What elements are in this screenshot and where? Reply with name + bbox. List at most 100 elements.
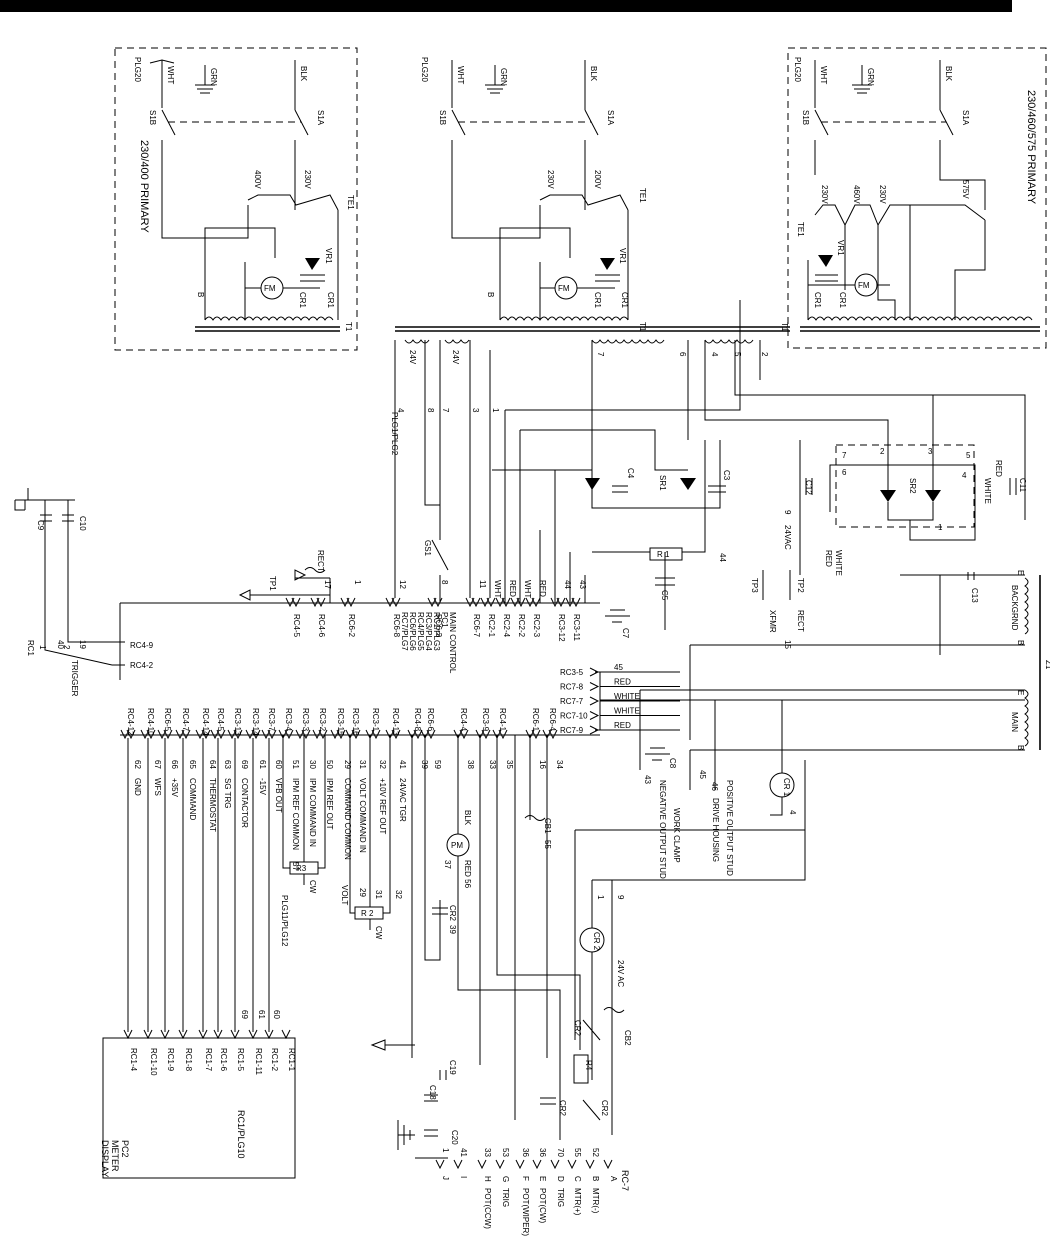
signal-pin-label: RC6-5: [163, 708, 172, 732]
svg-text:C20: C20: [450, 1130, 459, 1145]
r1-resistor: [649, 547, 683, 561]
svg-text:B: B: [196, 292, 205, 297]
svg-text:24V: 24V: [408, 350, 417, 365]
signal-wire-label: 59: [433, 760, 442, 769]
connector-symbol: [407, 729, 423, 740]
signal-name-label: +10V REF OUT: [378, 778, 387, 834]
signal-wire-label: 60: [274, 760, 283, 769]
signal-pin-label: RC4-4: [459, 708, 468, 732]
svg-text:15: 15: [783, 640, 792, 649]
grn-label: GRN: [209, 68, 218, 86]
svg-text:C8: C8: [668, 758, 677, 769]
connector-symbol: [603, 1159, 613, 1170]
svg-text:1: 1: [596, 895, 605, 900]
row1-pin-label: RC2-1: [487, 614, 496, 638]
connector-symbol: [157, 729, 173, 740]
svg-text:TP1: TP1: [268, 576, 277, 591]
signal-name-label: IPM COMMAND IN: [308, 778, 317, 847]
row1-pin-label: RC3-11: [572, 614, 581, 642]
signal-name-label: WFS: [153, 778, 162, 796]
svg-text:2: 2: [760, 352, 769, 357]
wht-lead: [149, 59, 175, 108]
svg-text:WHT: WHT: [456, 66, 465, 84]
svg-text:RED 56: RED 56: [463, 860, 472, 889]
rc7-name-label: TRIG: [556, 1188, 565, 1207]
rc7-connector: RC-7 AB52MTR(-)C55MTR(+)D70TRIGE36POT(CW…: [435, 1148, 630, 1236]
svg-text:200V: 200V: [593, 170, 602, 189]
svg-text:GS1: GS1: [423, 540, 432, 557]
connector-symbol: [589, 682, 600, 691]
sr1-diode-a: [585, 478, 600, 490]
ground-symbol: [852, 65, 872, 94]
sr1-bridge: C4 C3 SR1: [492, 300, 741, 509]
signal-wire-label: 16: [538, 760, 547, 769]
svg-text:WORK CLAMP: WORK CLAMP: [672, 808, 681, 863]
svg-text:57: 57: [291, 862, 300, 871]
svg-text:230V: 230V: [303, 170, 312, 189]
svg-text:WHITE: WHITE: [834, 550, 843, 576]
rc7-wire-label: 53: [501, 1148, 510, 1157]
signal-wire-label: 63: [223, 760, 232, 769]
pc1-label-line: RC1/PLG3: [432, 612, 441, 651]
row1-wire-label: RED: [508, 580, 517, 597]
pc1-label-line: RC6/PLG6: [408, 612, 417, 651]
svg-text:2: 2: [62, 645, 71, 650]
svg-text:4: 4: [710, 352, 719, 357]
signal-pin-label: RC3-14: [251, 708, 260, 736]
rc7-wire-label: 41: [459, 1148, 468, 1157]
row1-pin-label: RC6-8: [392, 614, 401, 638]
row1-pin-label: RC6-3: [434, 614, 443, 638]
svg-text:CW: CW: [374, 926, 383, 940]
signal-pin-label: RC4-13: [391, 708, 400, 736]
connector-symbol: [453, 1159, 463, 1170]
svg-text:CR1: CR1: [838, 292, 847, 309]
rc7-pin-label: G: [501, 1176, 510, 1182]
right-pin-wire-label: RED: [614, 678, 631, 687]
svg-text:31: 31: [374, 890, 383, 899]
svg-text:VOLT: VOLT: [340, 885, 349, 905]
connector-symbol: [453, 729, 469, 740]
rc1-wire-label: 61: [257, 1010, 266, 1019]
pc1-label-line: RC4/PLG5: [416, 612, 425, 651]
rc1-pin-label: RC1-2: [270, 1048, 279, 1072]
svg-text:E: E: [1016, 690, 1025, 695]
svg-text:3: 3: [928, 447, 933, 456]
svg-text:SR2: SR2: [908, 478, 917, 494]
connector-symbol: [261, 729, 277, 740]
signal-pin-label: RC4-5: [216, 708, 225, 732]
svg-text:CB1: CB1: [543, 818, 552, 834]
rc7-wire-label: 36: [521, 1148, 530, 1157]
svg-text:1: 1: [38, 645, 47, 650]
right-pin-wire-label: WHITE: [614, 692, 640, 701]
svg-text:B: B: [1016, 640, 1025, 645]
rc1-pin-label: RC1-11: [254, 1048, 263, 1076]
connector-symbol: [510, 597, 526, 608]
svg-text:S1B: S1B: [801, 110, 810, 125]
sr2-border: [835, 444, 975, 528]
svg-text:R3: R3: [296, 864, 307, 873]
signal-wire-label: 61: [258, 760, 267, 769]
signal-rail: RC4-1262GNDRC4-1067WFSRC6-566+35VRC4-765…: [120, 708, 600, 1032]
svg-text:T1: T1: [780, 322, 789, 332]
connector-symbol: [427, 597, 443, 608]
svg-text:SR1: SR1: [658, 475, 667, 491]
panel-title: 230/400 PRIMARY: [138, 140, 150, 233]
right-pin-label: RC7-10: [560, 712, 588, 721]
rc7-name-label: MTR(-): [591, 1188, 600, 1214]
svg-text:B: B: [1016, 745, 1025, 750]
sr1-diode-b: [680, 478, 696, 490]
svg-text:24V: 24V: [451, 350, 460, 365]
svg-text:C18: C18: [428, 1085, 437, 1100]
potentiometers: R3 CW R 2 CW VOLT 29 31 32 57 PLG11/PLG1…: [280, 735, 403, 947]
connector-symbol: [140, 729, 156, 740]
signal-wire-label: 35: [505, 760, 514, 769]
svg-text:1: 1: [938, 523, 943, 532]
svg-text:XFMR: XFMR: [768, 610, 777, 633]
rc7-pin-label: I: [459, 1176, 468, 1178]
rc1-pin-label: RC1-8: [184, 1048, 193, 1072]
r4-resistor: [573, 1054, 589, 1084]
signal-name-label: COMMAND COMMON: [343, 778, 352, 860]
signal-wire-label: 67: [153, 760, 162, 769]
connector-symbol: [589, 711, 600, 720]
connector-symbol: [227, 729, 243, 740]
